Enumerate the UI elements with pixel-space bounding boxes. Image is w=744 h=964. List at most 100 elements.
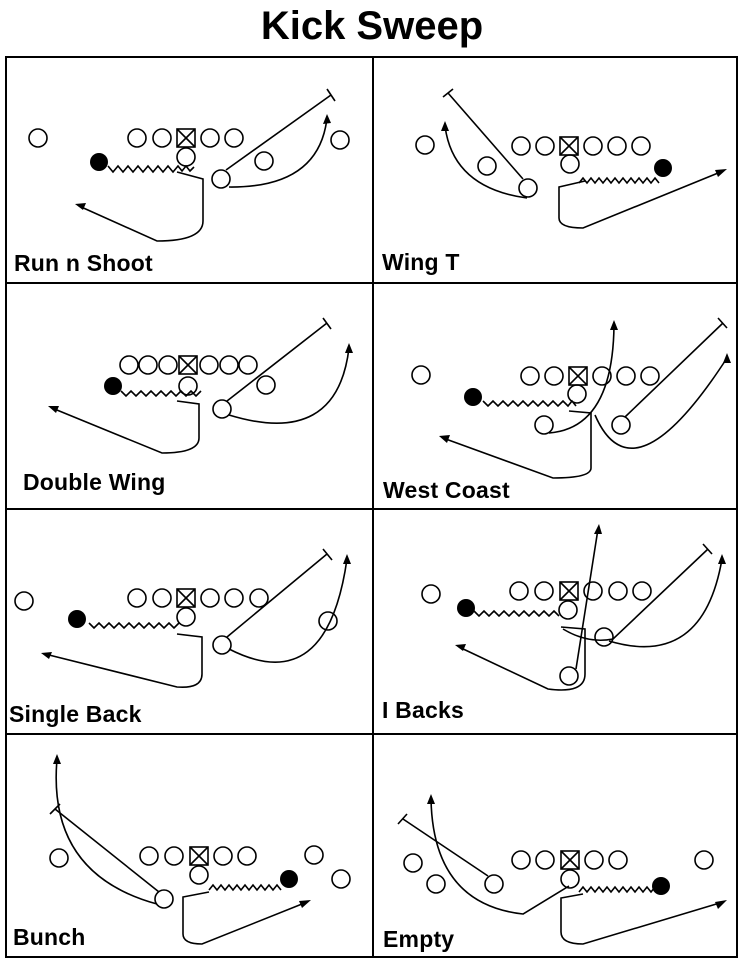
back-circle bbox=[477, 156, 497, 176]
play-diagram-single-back bbox=[14, 548, 351, 689]
center-box bbox=[176, 588, 196, 608]
back-circle bbox=[611, 415, 631, 435]
lineman-circle bbox=[535, 850, 555, 870]
lineman-circle bbox=[544, 366, 564, 386]
back-circle bbox=[176, 607, 196, 627]
grid-divider-row-3 bbox=[7, 733, 736, 735]
back-circle bbox=[154, 889, 174, 909]
ballcarrier-dot bbox=[104, 377, 122, 395]
arrowhead bbox=[41, 652, 52, 659]
lineman-circle bbox=[219, 355, 239, 375]
formation-label: West Coast bbox=[383, 477, 510, 503]
arrowhead bbox=[610, 320, 618, 330]
arrowhead bbox=[343, 554, 351, 564]
receiver-circle bbox=[694, 850, 714, 870]
lineman-circle bbox=[237, 846, 257, 866]
formation-label: I Backs bbox=[382, 697, 464, 723]
arrowhead bbox=[427, 794, 435, 804]
back-circle bbox=[484, 874, 504, 894]
ballcarrier-dot bbox=[90, 153, 108, 171]
back-circle bbox=[212, 399, 232, 419]
lineman-circle bbox=[584, 850, 604, 870]
formation-label: Single Back bbox=[9, 701, 142, 727]
arrowhead bbox=[48, 406, 59, 413]
back-circle bbox=[558, 600, 578, 620]
back-circle bbox=[254, 151, 274, 171]
back-circle bbox=[304, 845, 324, 865]
arrowhead bbox=[715, 900, 727, 909]
back-circle bbox=[211, 169, 231, 189]
lineman-circle bbox=[632, 581, 652, 601]
lineman-circle bbox=[127, 128, 147, 148]
lineman-circle bbox=[607, 136, 627, 156]
back-circle bbox=[560, 869, 580, 889]
center-box bbox=[559, 581, 579, 601]
back-circle bbox=[318, 611, 338, 631]
lineman-circle bbox=[199, 355, 219, 375]
arrowhead bbox=[299, 900, 311, 908]
lineman-circle bbox=[213, 846, 233, 866]
lineman-circle bbox=[583, 136, 603, 156]
back-circle bbox=[176, 147, 196, 167]
lineman-circle bbox=[158, 355, 178, 375]
play-diagram-west-coast bbox=[411, 317, 731, 479]
arrowhead bbox=[594, 524, 602, 534]
lineman-circle bbox=[592, 366, 612, 386]
receiver-circle bbox=[403, 853, 423, 873]
play-diagram-bunch bbox=[49, 754, 351, 945]
lineman-circle bbox=[238, 355, 258, 375]
arrowhead bbox=[715, 169, 727, 177]
back-circle bbox=[534, 415, 554, 435]
center-box bbox=[560, 850, 580, 870]
lineman-circle bbox=[534, 581, 554, 601]
grid-divider-vertical bbox=[372, 58, 374, 956]
lineman-circle bbox=[119, 355, 139, 375]
lineman-circle bbox=[200, 588, 220, 608]
play-diagram-i-backs bbox=[421, 524, 726, 691]
ballcarrier-dot bbox=[68, 610, 86, 628]
lineman-circle bbox=[616, 366, 636, 386]
arrowhead bbox=[323, 114, 331, 124]
lineman-circle bbox=[511, 850, 531, 870]
center-box bbox=[178, 355, 198, 375]
play-diagram-run-n-shoot bbox=[28, 88, 350, 242]
lineman-circle bbox=[640, 366, 660, 386]
arrowhead bbox=[723, 353, 731, 363]
back-circle bbox=[212, 635, 232, 655]
lineman-circle bbox=[583, 581, 603, 601]
center-box bbox=[176, 128, 196, 148]
grid-divider-row-2 bbox=[7, 508, 736, 510]
back-circle bbox=[594, 627, 614, 647]
back-circle bbox=[331, 869, 351, 889]
receiver-circle bbox=[14, 591, 34, 611]
lineman-circle bbox=[224, 588, 244, 608]
arrowhead bbox=[439, 435, 450, 443]
lineman-circle bbox=[200, 128, 220, 148]
formation-bunch: Bunch bbox=[7, 734, 373, 960]
play-diagram-empty bbox=[397, 794, 727, 945]
arrowhead bbox=[75, 203, 86, 210]
lineman-circle bbox=[631, 136, 651, 156]
ballcarrier-dot bbox=[457, 599, 475, 617]
formation-label: Empty bbox=[383, 926, 455, 952]
lineman-circle bbox=[152, 128, 172, 148]
back-circle bbox=[560, 154, 580, 174]
back-circle bbox=[256, 375, 276, 395]
receiver-circle bbox=[49, 848, 69, 868]
lineman-circle bbox=[224, 128, 244, 148]
play-diagram-wing-t bbox=[415, 88, 727, 229]
back-circle bbox=[559, 666, 579, 686]
lineman-circle bbox=[511, 136, 531, 156]
receiver-circle bbox=[330, 130, 350, 150]
formation-label: Double Wing bbox=[23, 469, 166, 495]
play-diagram-double-wing bbox=[48, 317, 353, 454]
arrowhead bbox=[455, 644, 466, 651]
back-circle bbox=[567, 384, 587, 404]
page-title: Kick Sweep bbox=[260, 4, 484, 48]
ballcarrier-dot bbox=[464, 388, 482, 406]
back-circle bbox=[189, 865, 209, 885]
lineman-circle bbox=[535, 136, 555, 156]
grid-divider-row-1 bbox=[7, 282, 736, 284]
receiver-circle bbox=[28, 128, 48, 148]
formation-i-backs: I Backs bbox=[373, 509, 740, 734]
